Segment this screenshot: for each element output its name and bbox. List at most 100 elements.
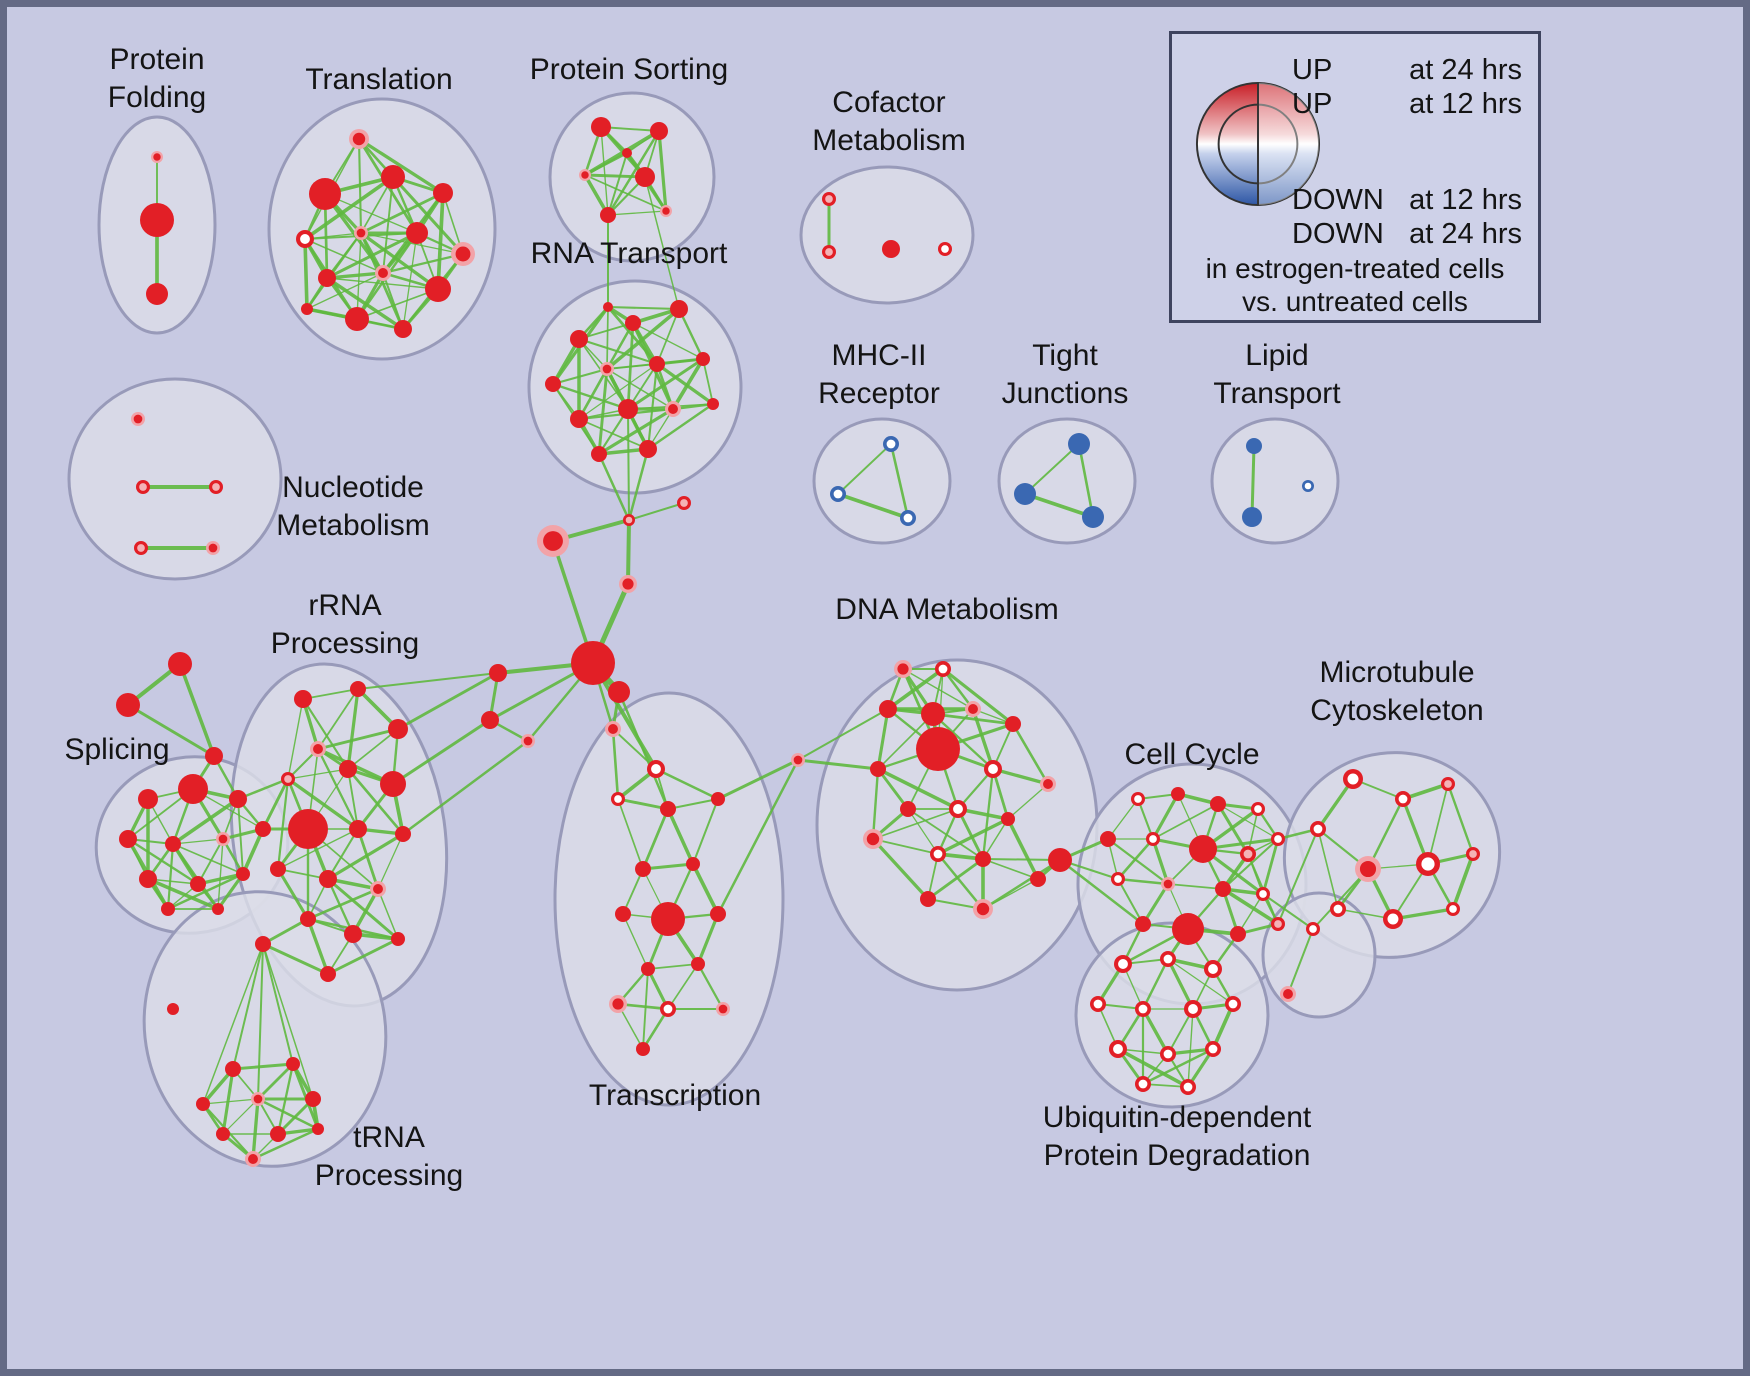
network-edge: [1136, 797, 1155, 841]
network-node-core: [1259, 890, 1267, 898]
network-node: [710, 906, 726, 922]
network-node: [270, 861, 286, 877]
network-node: [318, 269, 336, 287]
network-edge: [1446, 782, 1475, 856]
network-node: [570, 330, 588, 348]
mhc-ii-receptor-ellipse: [812, 417, 952, 545]
network-edge: [657, 129, 668, 213]
network-node-core: [1118, 959, 1128, 969]
network-node: [651, 902, 685, 936]
microtubule-cytoskeleton-label: Cytoskeleton: [1310, 694, 1483, 727]
nucleotide-metabolism-label: Metabolism: [276, 509, 429, 542]
transcription-label: Transcription: [589, 1079, 761, 1112]
network-edge: [356, 288, 439, 320]
network-node: [608, 681, 630, 703]
network-edge: [1141, 1007, 1170, 1056]
network-edge: [1211, 1002, 1235, 1051]
network-edge: [656, 308, 680, 365]
network-node: [320, 966, 336, 982]
network-node-core: [988, 764, 998, 774]
network-node: [870, 761, 886, 777]
network-edge: [126, 703, 216, 758]
network-edge: [1141, 957, 1170, 1011]
network-edge: [551, 367, 609, 386]
cofactor-metabolism-label: Cofactor: [832, 86, 945, 119]
network-edge: [578, 418, 649, 450]
network-edge: [956, 807, 985, 861]
tight-junctions-label: Tight: [1032, 339, 1098, 372]
network-edge: [377, 888, 399, 940]
network-node-core: [976, 902, 990, 916]
network-edge: [606, 305, 659, 366]
network-edge: [277, 828, 359, 870]
microtubule-cytoskeleton-label: Microtubule: [1319, 656, 1474, 689]
network-node: [670, 300, 688, 318]
network-node: [394, 320, 412, 338]
network-node-core: [1469, 850, 1477, 858]
network-edge: [1107, 798, 1139, 840]
network-edge: [1166, 957, 1195, 1011]
microtubule-annex-ellipse: [1261, 891, 1377, 1019]
network-edge: [356, 827, 380, 891]
network-node: [345, 307, 369, 331]
network-edge: [276, 867, 310, 921]
legend-direction-label: DOWN: [1292, 184, 1384, 216]
network-node: [1005, 716, 1021, 732]
network-node-core: [825, 248, 833, 256]
network-node: [660, 801, 676, 817]
legend-footer: in estrogen-treated cells vs. untreated …: [1172, 252, 1538, 318]
network-edge: [632, 322, 704, 360]
network-node: [1135, 916, 1151, 932]
network-node-core: [1309, 925, 1317, 933]
network-edge: [1116, 877, 1170, 886]
legend-direction-label: DOWN: [1292, 218, 1384, 250]
legend-time-label: at 24 hrs: [1409, 218, 1522, 250]
network-edge: [317, 688, 359, 750]
network-edge: [146, 877, 220, 911]
network-edge: [886, 667, 945, 711]
network-edge: [1117, 878, 1144, 925]
network-node: [140, 203, 174, 237]
network-node: [319, 870, 337, 888]
legend-time-label: at 12 hrs: [1409, 184, 1522, 216]
network-node-core: [1134, 795, 1142, 803]
network-node: [146, 283, 168, 305]
network-node: [686, 857, 700, 871]
network-node: [305, 1091, 321, 1107]
network-node-core: [523, 736, 533, 746]
network-edge: [696, 962, 725, 1011]
network-node-core: [825, 195, 833, 203]
network-node-core: [208, 543, 218, 553]
network-edge: [1007, 783, 1049, 820]
network-edge: [1167, 883, 1224, 890]
network-node-core: [1313, 824, 1323, 834]
network-node-core: [1138, 1079, 1148, 1089]
network-node: [1172, 913, 1204, 945]
network-node-core: [1208, 1044, 1218, 1054]
network-edge: [936, 817, 1010, 856]
network-node: [711, 792, 725, 806]
network-edge: [237, 798, 244, 875]
network-edge: [1427, 783, 1449, 865]
network-node-core: [1449, 905, 1457, 913]
network-node: [381, 165, 405, 189]
translation-label: Translation: [305, 63, 452, 96]
network-node: [639, 440, 657, 458]
network-node: [591, 117, 611, 137]
network-node: [229, 790, 247, 808]
network-node: [395, 826, 411, 842]
network-node: [625, 315, 641, 331]
network-node-core: [218, 834, 228, 844]
network-edge: [396, 671, 500, 731]
network-node-core: [284, 775, 292, 783]
network-edge: [597, 367, 609, 456]
network-node-core: [1163, 1049, 1173, 1059]
network-edge: [436, 191, 445, 291]
network-node-core: [352, 132, 366, 146]
network-node: [286, 1057, 300, 1071]
network-node-core: [1274, 920, 1282, 928]
network-node: [615, 906, 631, 922]
network-node-core: [938, 664, 948, 674]
network-node: [212, 903, 224, 915]
network-edge: [641, 807, 670, 871]
